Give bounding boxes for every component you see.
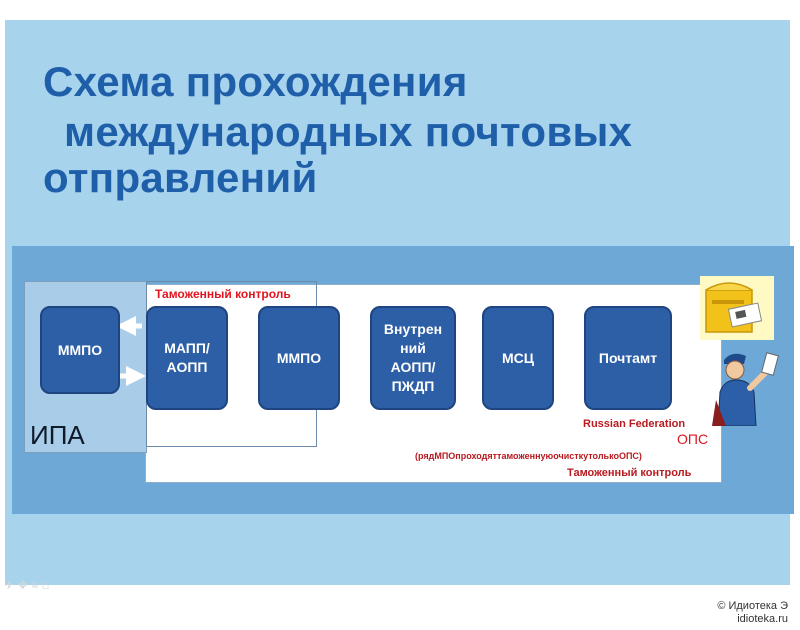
mailbox-icon	[700, 276, 774, 340]
site-link[interactable]: idioteka.ru	[737, 613, 788, 625]
postman-icon	[710, 348, 780, 427]
footer: © Идиотека Э idioteka.ru	[717, 600, 788, 626]
ops-label: ОПС	[677, 431, 709, 447]
watermark-mark: ✈ ❖ ≡ ⌂	[4, 578, 50, 592]
russian-federation-label: Russian Federation	[583, 418, 686, 430]
node-msc: МСЦ	[482, 306, 554, 410]
title-line-2: международных почтовых	[64, 108, 633, 155]
customs-control-bottom-label: Таможенный контроль	[567, 467, 692, 479]
node-mapp-aopp: МАПП/ АОПП	[146, 306, 228, 410]
ops-note: (рядМПОпроходяттаможеннуюочисткутолькоОП…	[415, 451, 642, 461]
node-mmpo-1: ММПО	[40, 306, 120, 394]
ipa-label: ИПА	[30, 420, 85, 450]
customs-control-top-label: Таможенный контроль	[155, 287, 291, 301]
node-pochtamt: Почтамт	[584, 306, 672, 410]
node-inner-aopp-pzhdp: Внутрен ний АОПП/ ПЖДП	[370, 306, 456, 410]
copyright-text: © Идиотека Э	[717, 600, 788, 612]
node-mmpo-2: ММПО	[258, 306, 340, 410]
title-line-1: Схема прохождения	[43, 58, 468, 105]
title-line-3: отправлений	[43, 154, 318, 201]
